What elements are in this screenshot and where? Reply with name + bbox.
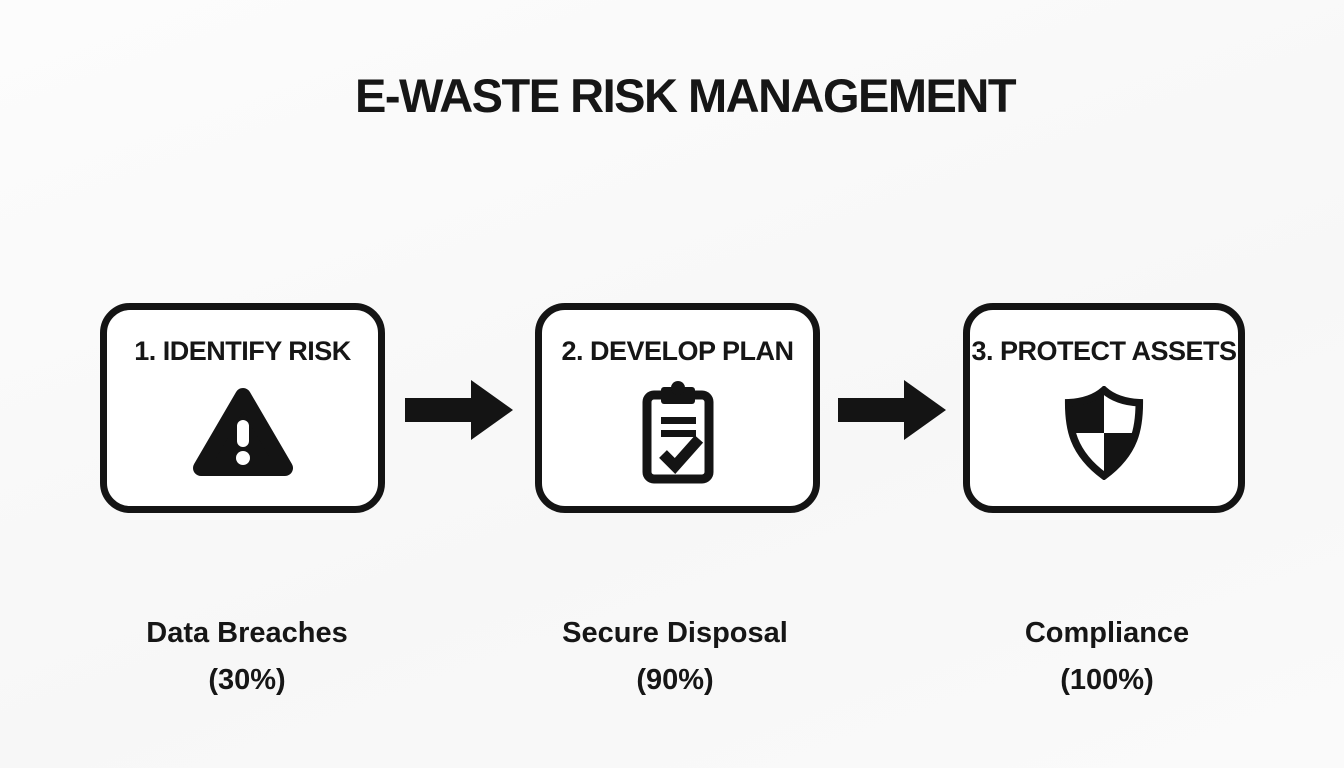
warning-triangle-icon xyxy=(191,367,295,506)
clipboard-check-icon xyxy=(637,367,719,506)
caption-value: (30%) xyxy=(208,664,286,696)
step-box-protect-assets: 3. PROTECT ASSETS xyxy=(963,303,1245,513)
caption-label: Data Breaches xyxy=(146,617,348,649)
caption-compliance: Compliance (100%) xyxy=(957,610,1257,704)
caption-data-breaches: Data Breaches (30%) xyxy=(97,610,397,704)
shield-icon xyxy=(1062,367,1146,506)
step-box-identify-risk: 1. IDENTIFY RISK xyxy=(100,303,385,513)
step-heading: 2. DEVELOP PLAN xyxy=(561,336,794,366)
step-heading: 3. PROTECT ASSETS xyxy=(971,336,1237,366)
caption-value: (100%) xyxy=(1060,664,1154,696)
caption-label: Secure Disposal xyxy=(562,617,788,649)
caption-value: (90%) xyxy=(636,664,714,696)
step-box-develop-plan: 2. DEVELOP PLAN xyxy=(535,303,820,513)
step-heading: 1. IDENTIFY RISK xyxy=(134,336,351,366)
page-title: E-WASTE RISK MANAGEMENT xyxy=(354,69,1017,122)
caption-secure-disposal: Secure Disposal (90%) xyxy=(525,610,825,704)
flow-arrow-right-icon xyxy=(405,377,513,443)
flow-arrow-right-icon xyxy=(838,377,946,443)
caption-label: Compliance xyxy=(1024,617,1190,649)
